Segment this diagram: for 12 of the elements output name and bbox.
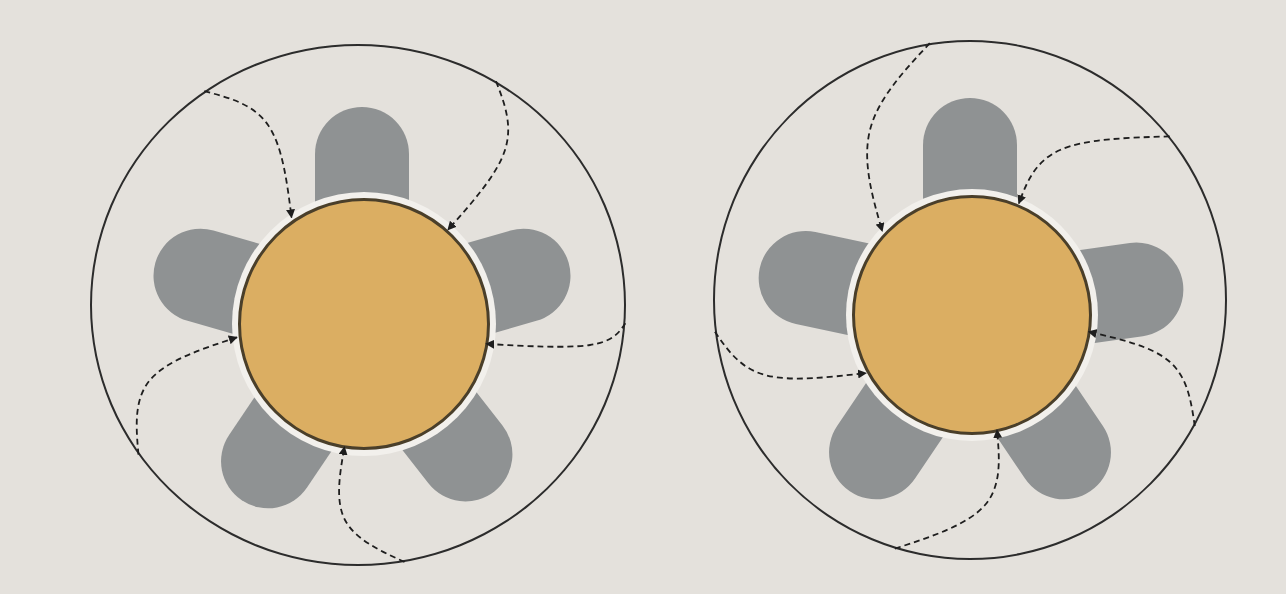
dashed-arrow	[203, 90, 295, 219]
dashed-arrow	[893, 429, 1003, 550]
dashed-arrow	[1087, 329, 1196, 427]
dashed-arrow	[714, 330, 867, 380]
dashed-arrow	[135, 335, 238, 456]
dashed-arrow	[447, 80, 510, 231]
outer-ring	[713, 40, 1227, 560]
outer-ring	[90, 44, 626, 566]
dashed-arrow	[1017, 135, 1171, 205]
dashed-arrow	[485, 322, 627, 349]
dashed-arrow	[338, 445, 406, 563]
dashed-arrow	[866, 42, 931, 233]
